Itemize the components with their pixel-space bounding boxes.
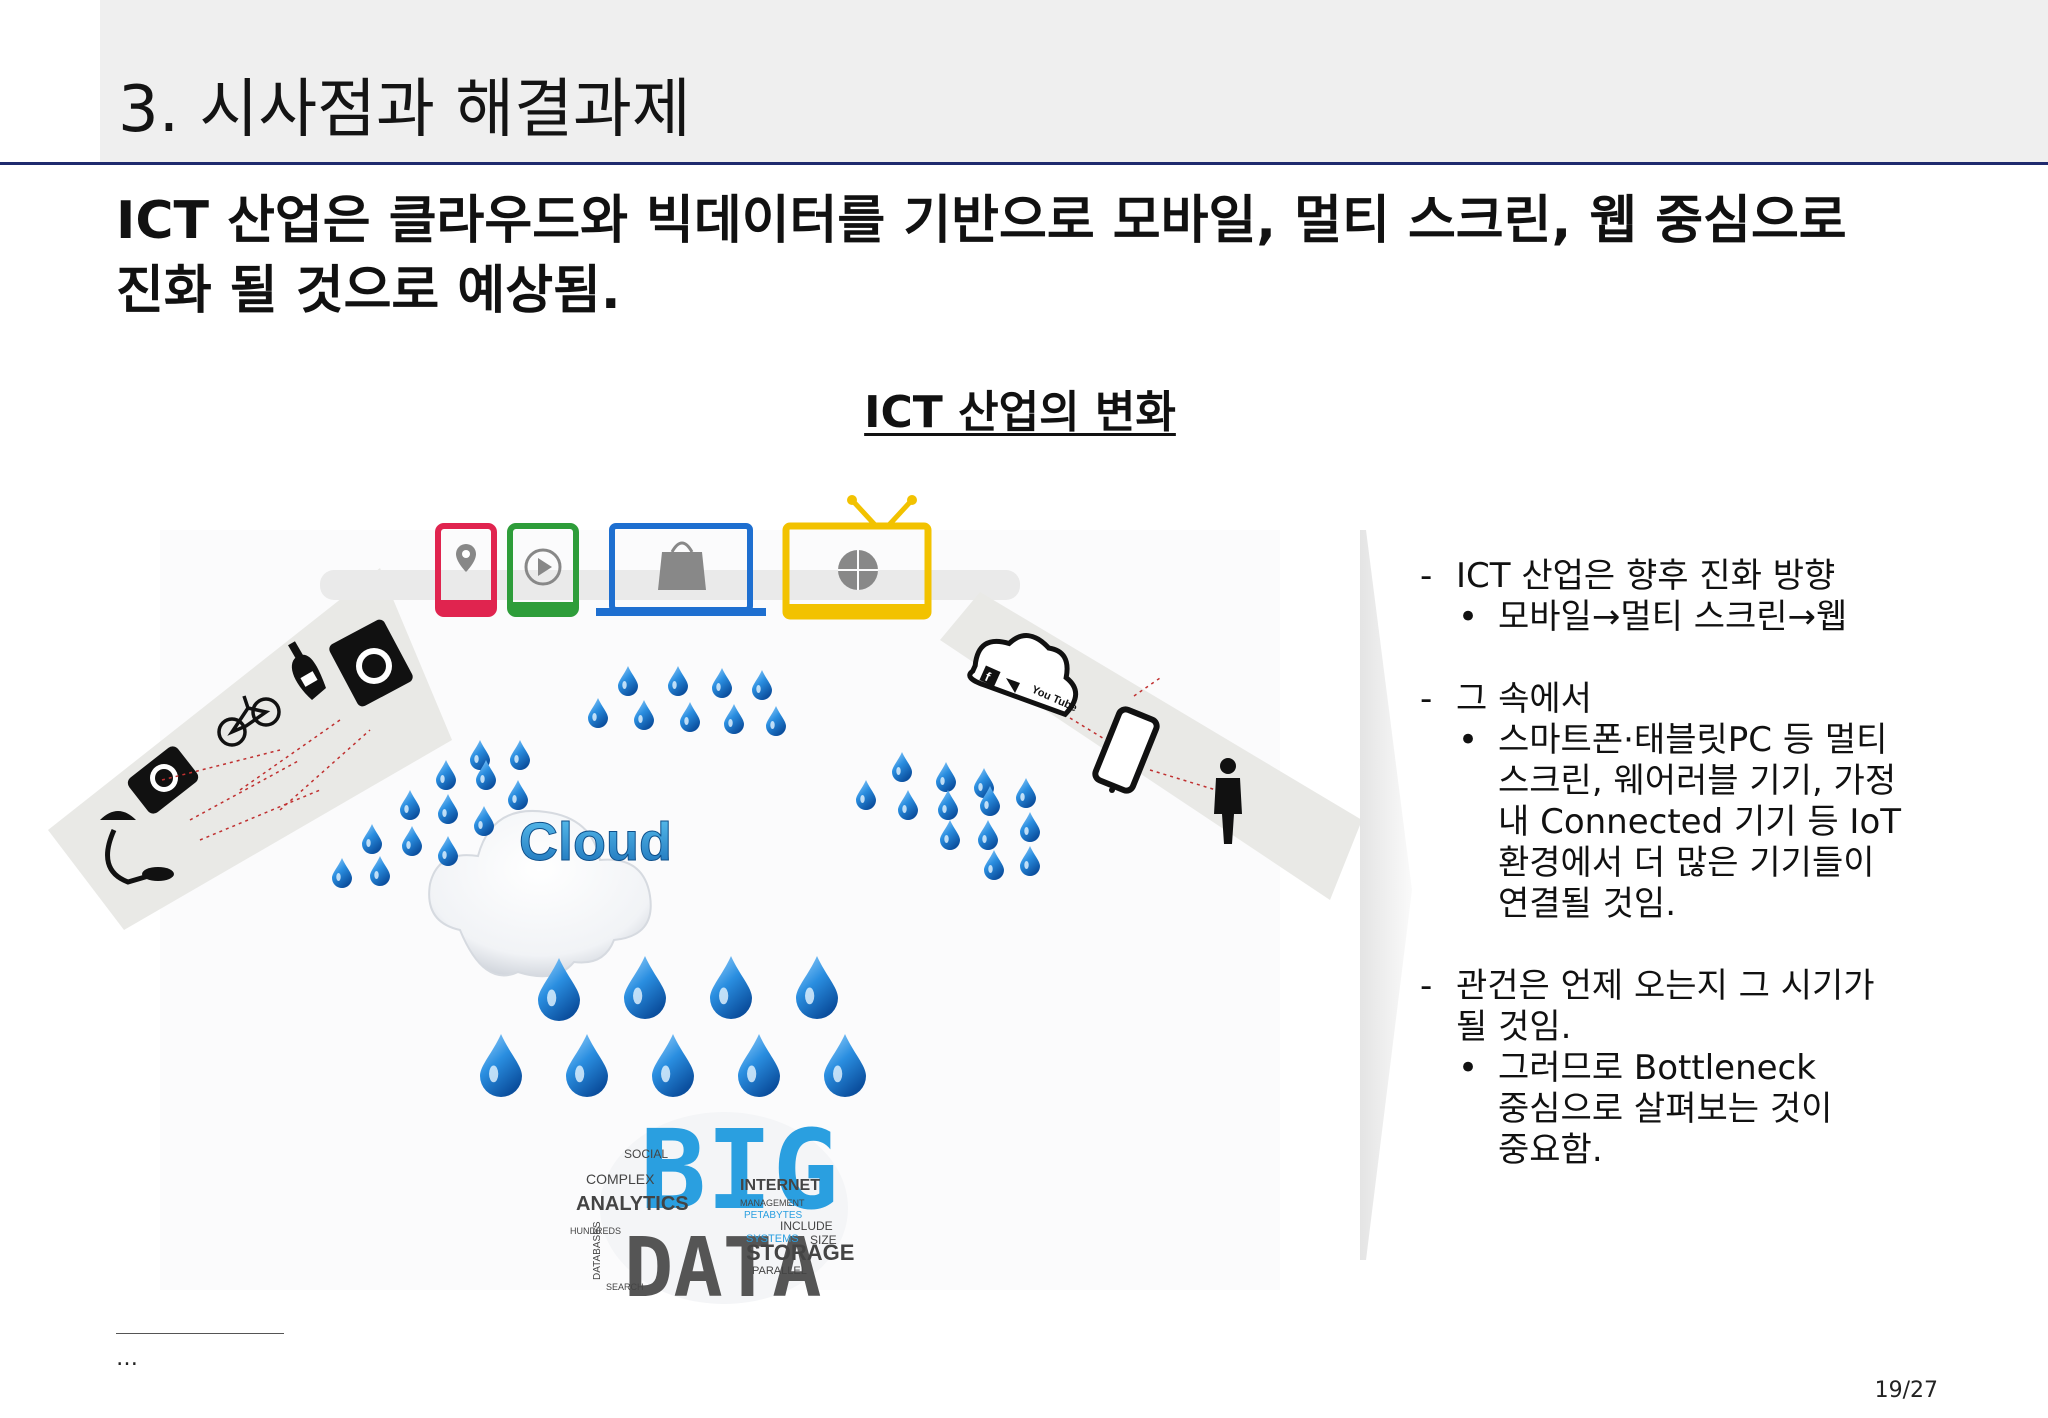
bullet-line: 관건은 언제 오는지 그 시기가 bbox=[1456, 966, 1875, 1006]
word-size: SIZE bbox=[810, 1233, 837, 1247]
word-search: SEARCH bbox=[606, 1282, 644, 1292]
facebook-label: f bbox=[983, 669, 994, 685]
sub-bullet-line: 중심으로 살펴보는 것이 bbox=[1498, 1089, 1833, 1129]
headline: ICT 산업은 클라우드와 빅데이터를 기반으로 모바일, 멀티 스크린, 웹 … bbox=[116, 186, 2016, 326]
laptop-shopping-icon bbox=[596, 523, 766, 616]
footnote-divider bbox=[116, 1333, 284, 1334]
sub-bullet: • 스마트폰·태블릿PC 등 멀티 스크린, 웨어러블 기기, 가정 내 Con… bbox=[1420, 720, 2020, 925]
service-links bbox=[1069, 677, 1217, 791]
sub-bullet-line: 환경에서 더 많은 기기들이 bbox=[1498, 843, 1875, 883]
tv-basketball-icon bbox=[782, 495, 932, 620]
sub-bullet-line: 스마트폰·태블릿PC 등 멀티 bbox=[1498, 720, 1888, 760]
sub-bullet: • 모바일→멀티 스크린→웹 bbox=[1420, 597, 2020, 638]
cloud-graphic: Cloud bbox=[428, 810, 673, 978]
iot-devices-panel bbox=[48, 568, 452, 930]
tablet-play-icon bbox=[507, 523, 579, 617]
big-data-word-cloud: BIG DATA ANALYTICS COMPLEX INTERNET STOR… bbox=[570, 1106, 854, 1316]
cloud-label: Cloud bbox=[519, 812, 672, 872]
page-number: 19/27 bbox=[1874, 1378, 1938, 1403]
sub-bullet-line: 그러므로 Bottleneck bbox=[1498, 1048, 1816, 1088]
dot-marker: • bbox=[1458, 1048, 1479, 1088]
sub-bullet-line: 내 Connected 기기 등 IoT bbox=[1498, 802, 1902, 842]
ict-illustration: f You Tube Cloud BIG DATA ANALYTICS COMP… bbox=[48, 495, 1362, 1316]
bullet-text: ICT 산업은 향후 진화 방향 bbox=[1456, 556, 1836, 596]
footnote: … bbox=[116, 1346, 138, 1371]
phone-icon bbox=[1092, 706, 1160, 794]
smartphone-map-icon bbox=[435, 523, 497, 617]
header-band bbox=[100, 0, 2048, 162]
word-storage: STORAGE bbox=[746, 1240, 854, 1265]
header-divider bbox=[0, 162, 2048, 165]
dash-marker: - bbox=[1420, 679, 1433, 719]
word-management: MANAGEMENT bbox=[740, 1198, 805, 1208]
dash-marker: - bbox=[1420, 966, 1433, 1006]
social-cloud-icon: f You Tube bbox=[967, 633, 1079, 718]
word-complex: COMPLEX bbox=[586, 1171, 655, 1187]
connection-lines bbox=[161, 719, 371, 841]
lamp-icon bbox=[100, 811, 174, 885]
headline-line-2: 진화 될 것으로 예상됨. bbox=[116, 261, 621, 321]
word-systems: SYSTEMS bbox=[746, 1233, 799, 1245]
dot-marker: • bbox=[1458, 597, 1479, 637]
dash-marker: - bbox=[1420, 556, 1433, 596]
screen-devices bbox=[320, 495, 1020, 620]
word-internet: INTERNET bbox=[740, 1177, 820, 1194]
sub-bullet-line: 연결될 것임. bbox=[1498, 884, 1677, 924]
bullet-item-3: - 관건은 언제 오는지 그 시기가 될 것임. bbox=[1420, 966, 2020, 1048]
sub-bullet-line: 스크린, 웨어러블 기기, 가정 bbox=[1498, 761, 1897, 801]
washing-machine-icon bbox=[329, 619, 413, 707]
word-social: SOCIAL bbox=[624, 1147, 668, 1161]
word-sets: SETS bbox=[788, 1194, 822, 1209]
person-icon bbox=[1214, 758, 1242, 844]
separator-arrow bbox=[1360, 530, 1412, 1260]
headline-line-1: ICT 산업은 클라우드와 빅데이터를 기반으로 모바일, 멀티 스크린, 웹 … bbox=[116, 191, 1847, 251]
sub-bullet: • 그러므로 Bottleneck 중심으로 살펴보는 것이 중요함. bbox=[1420, 1048, 2020, 1171]
big-word: BIG bbox=[640, 1106, 839, 1234]
slide-title: 3. 시사점과 해결과제 bbox=[118, 73, 691, 147]
dot-marker: • bbox=[1458, 720, 1479, 760]
figure-title: ICT 산업의 변화 bbox=[864, 387, 1176, 438]
word-databases: DATABASES bbox=[592, 1221, 603, 1280]
bullet-item-2: - 그 속에서 bbox=[1420, 679, 2020, 720]
word-hundreds: HUNDREDS bbox=[570, 1226, 621, 1236]
word-include: INCLUDE bbox=[780, 1219, 833, 1233]
sub-bullet-text: 모바일→멀티 스크린→웹 bbox=[1498, 597, 1848, 637]
bullet-item-1: - ICT 산업은 향후 진화 방향 bbox=[1420, 556, 2020, 597]
sub-bullet-line: 중요함. bbox=[1498, 1130, 1603, 1170]
bullet-text: 그 속에서 bbox=[1456, 679, 1592, 719]
data-word: DATA bbox=[624, 1221, 821, 1316]
summary-bullets: - ICT 산업은 향후 진화 방향 • 모바일→멀티 스크린→웹 - 그 속에… bbox=[1420, 556, 2020, 1171]
word-parallel: PARALLEL bbox=[752, 1265, 807, 1277]
bottle-icon bbox=[288, 641, 326, 700]
bullet-line: 될 것임. bbox=[1456, 1007, 1572, 1047]
bicycle-icon bbox=[217, 695, 281, 747]
word-analytics: ANALYTICS bbox=[576, 1193, 689, 1215]
web-services-panel: f You Tube bbox=[940, 592, 1362, 900]
word-petabytes: PETABYTES bbox=[744, 1210, 802, 1221]
